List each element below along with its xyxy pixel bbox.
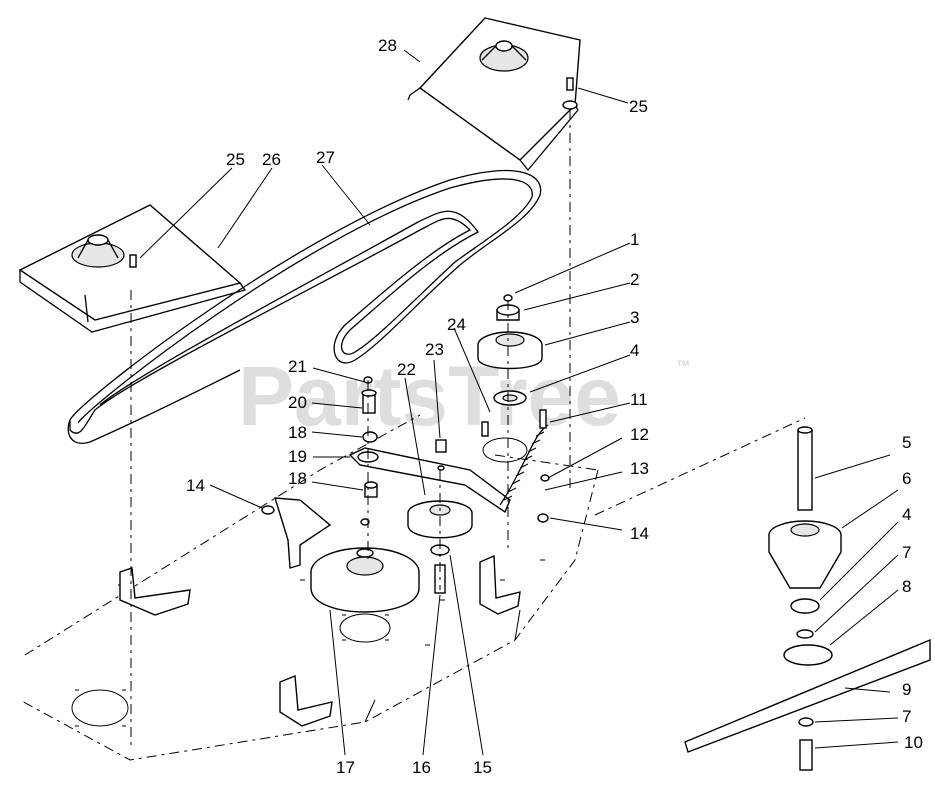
watermark: PartsTree xyxy=(238,349,621,443)
watermark-trademark: ™ xyxy=(676,357,690,373)
callout-25: 25 xyxy=(226,150,245,169)
callout-16: 16 xyxy=(412,758,431,777)
callout-18: 18 xyxy=(288,423,307,442)
callout-18: 18 xyxy=(288,469,307,488)
drive-belt xyxy=(67,169,542,444)
main-pulley xyxy=(310,518,420,613)
callout-27: 27 xyxy=(316,148,335,167)
callout-25: 25 xyxy=(629,97,648,116)
leader-lines xyxy=(139,49,899,756)
callout-21: 21 xyxy=(288,357,307,376)
callout-4: 4 xyxy=(902,505,911,524)
callout-labels: 28 25 25 26 27 1 2 3 4 24 23 22 21 20 18… xyxy=(186,36,923,777)
callout-11: 11 xyxy=(630,390,648,409)
callout-15: 15 xyxy=(473,758,492,777)
callout-1: 1 xyxy=(630,230,639,249)
blade-spindle-assembly xyxy=(594,417,931,771)
callout-6: 6 xyxy=(902,469,911,488)
callout-14: 14 xyxy=(186,476,205,495)
callout-3: 3 xyxy=(630,308,639,327)
callout-26: 26 xyxy=(262,150,281,169)
callout-2: 2 xyxy=(630,270,639,289)
callout-5: 5 xyxy=(902,433,911,452)
right-belt-cover xyxy=(407,17,581,172)
center-pulley-stack xyxy=(477,294,543,406)
callout-9: 9 xyxy=(902,680,911,699)
callout-17: 17 xyxy=(336,758,355,777)
callout-12: 12 xyxy=(630,425,649,444)
callout-4: 4 xyxy=(630,341,639,360)
callout-23: 23 xyxy=(425,340,444,359)
idler-arm xyxy=(261,409,550,523)
callout-10: 10 xyxy=(904,733,923,752)
callout-8: 8 xyxy=(902,577,911,596)
callout-7: 7 xyxy=(902,707,911,726)
callout-22: 22 xyxy=(397,360,416,379)
callout-24: 24 xyxy=(447,315,466,334)
callout-19: 19 xyxy=(288,447,307,466)
callout-28: 28 xyxy=(378,36,397,55)
callout-7: 7 xyxy=(902,543,911,562)
callout-14: 14 xyxy=(630,524,649,543)
centerlines xyxy=(130,110,571,750)
left-belt-cover xyxy=(18,204,247,333)
callout-20: 20 xyxy=(288,393,307,412)
deck-plate xyxy=(19,414,599,761)
callout-13: 13 xyxy=(630,459,649,478)
